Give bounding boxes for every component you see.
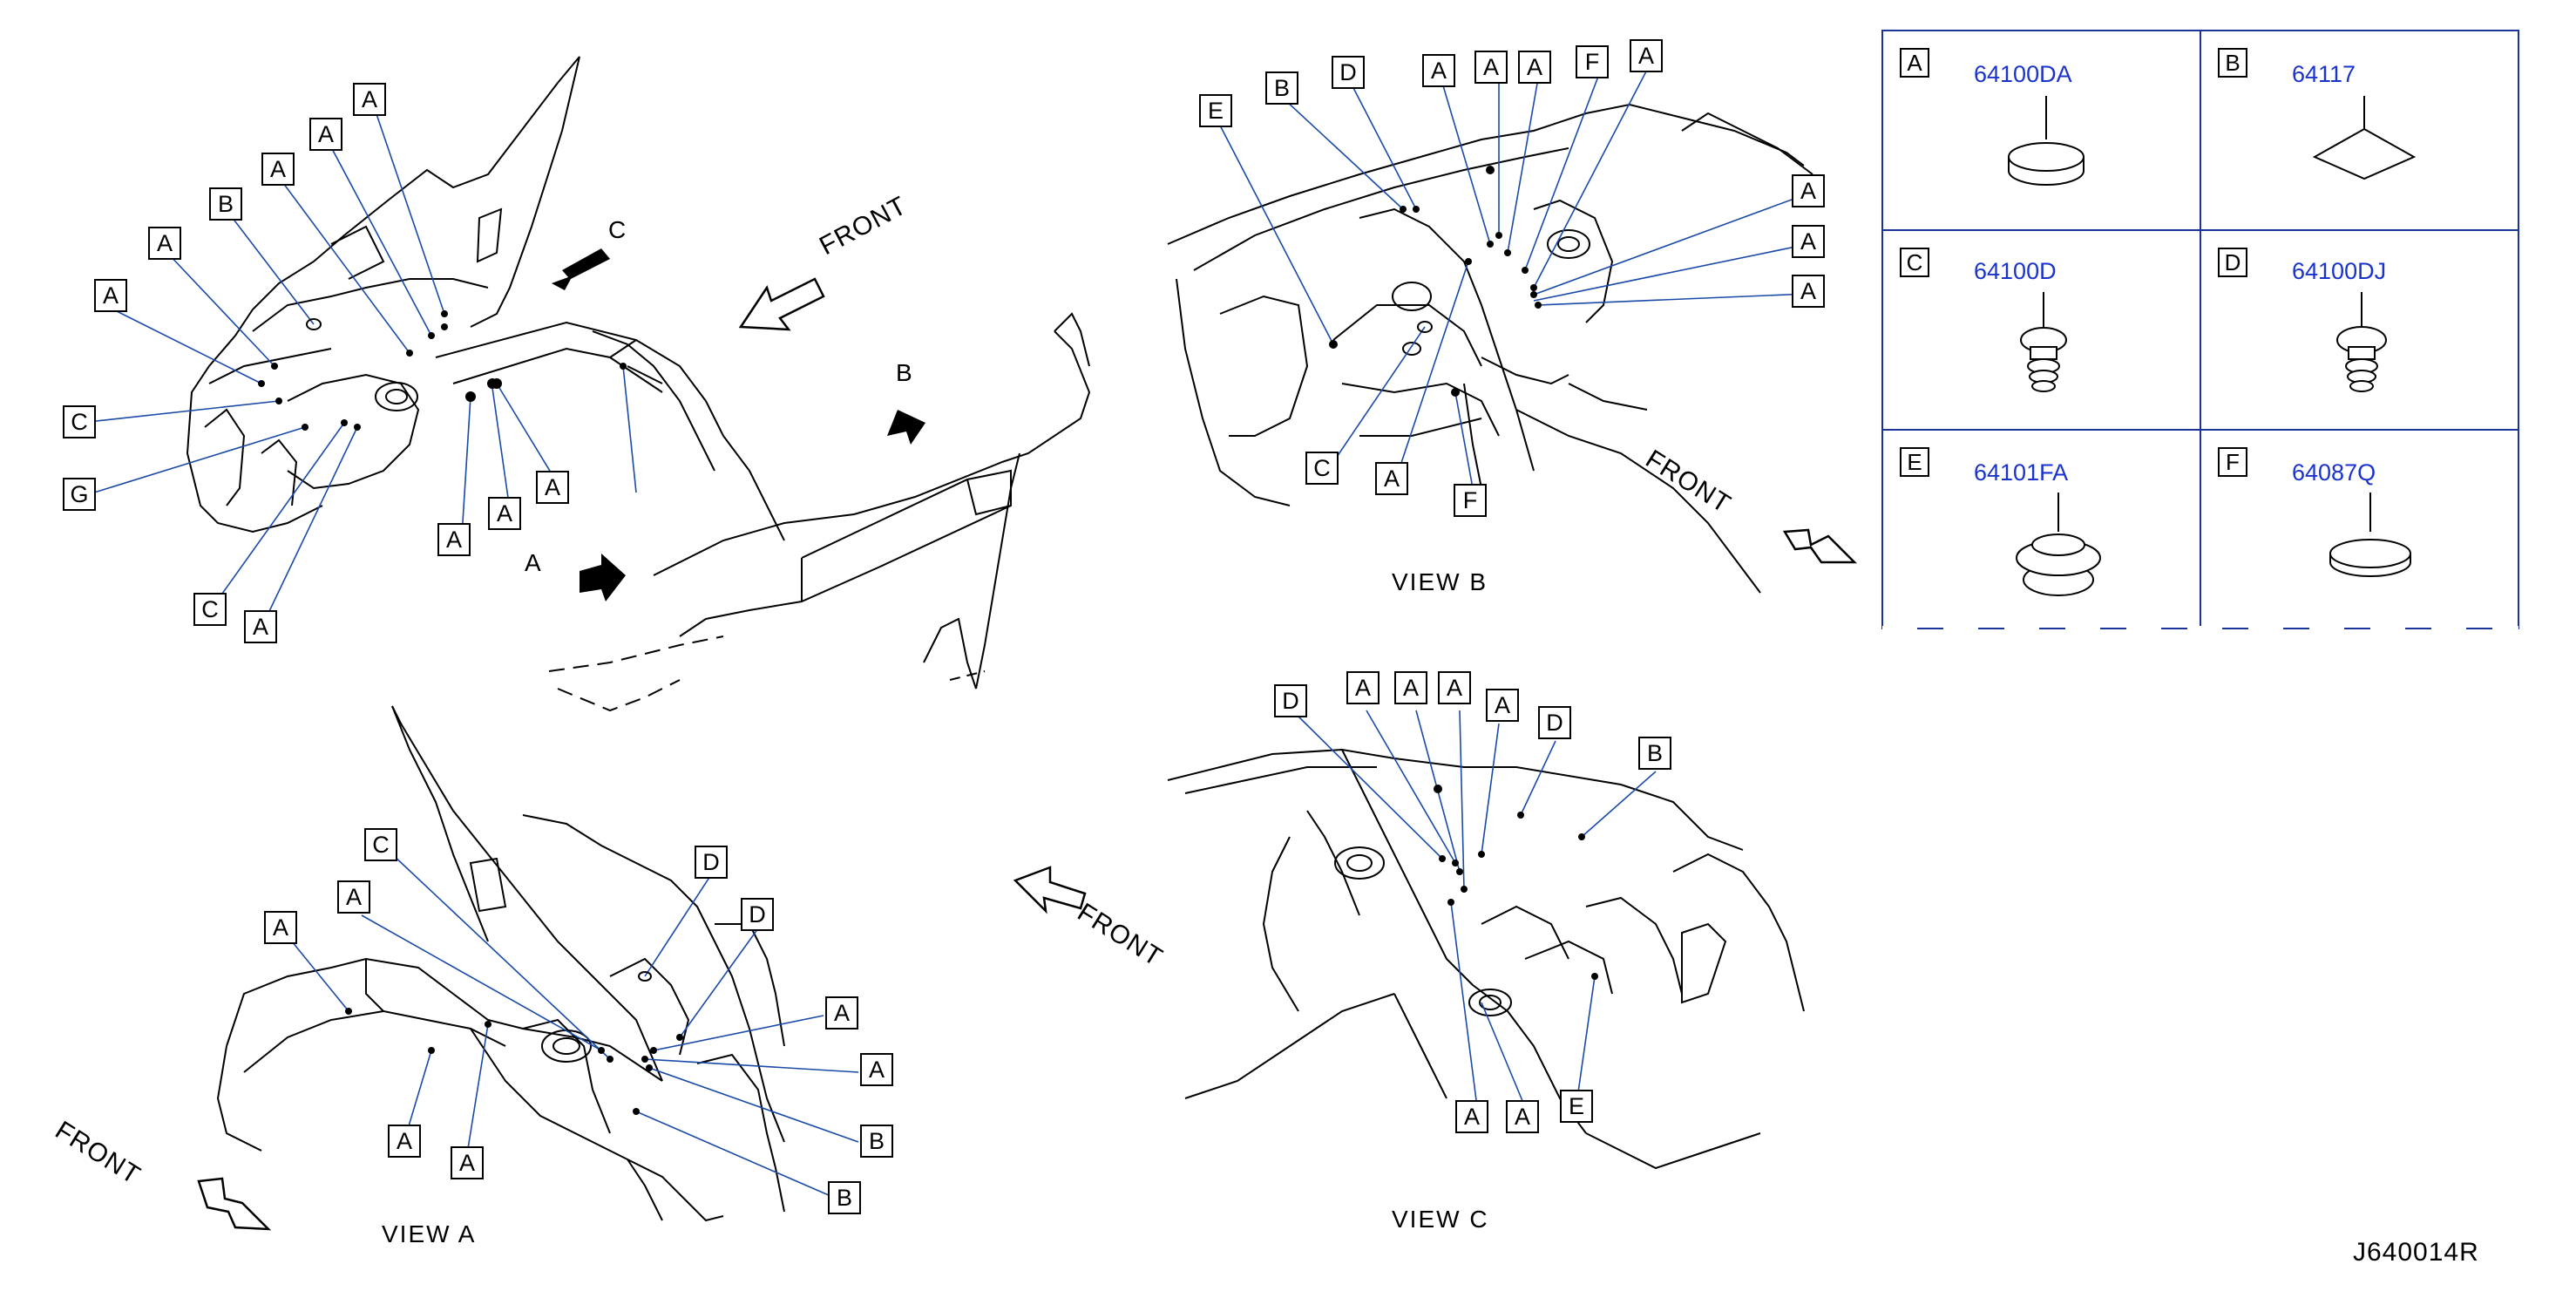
- callout-view-a-3: A: [264, 911, 297, 944]
- front-arrow-main: [738, 277, 825, 331]
- front-arrow-view-a: [197, 1177, 272, 1231]
- main-callouts: [79, 108, 637, 629]
- callout-view-c-5: A: [1486, 689, 1519, 722]
- legend-shape-e-grommet: [2016, 493, 2101, 596]
- callout-main-4: B: [209, 187, 242, 221]
- callout-view-b-13: A: [1375, 462, 1408, 495]
- callout-main-13: A: [536, 471, 569, 504]
- callout-main-2: A: [309, 118, 342, 151]
- callout-view-b-4: A: [1422, 54, 1455, 87]
- front-arrow-view-c: [1013, 866, 1087, 914]
- callout-main-6: A: [94, 279, 127, 312]
- callout-view-a-9: B: [828, 1181, 861, 1214]
- legend-letter-a: A: [1900, 48, 1929, 78]
- callout-main-8: G: [63, 478, 96, 511]
- view-arrow-c: [552, 248, 610, 290]
- legend-part-number-d: 64100DJ: [2292, 258, 2387, 284]
- legend-table: [1881, 30, 2519, 629]
- legend-letter-c: C: [1900, 248, 1929, 277]
- main-dots: [258, 310, 627, 431]
- view-b-caption: VIEW B: [1392, 568, 1488, 595]
- legend-shape-b-diamond-patch: [2312, 96, 2417, 180]
- legend-part-number-e: 64101FA: [1974, 459, 2069, 486]
- callout-view-c-1: D: [1274, 684, 1307, 717]
- callout-view-c-7: B: [1638, 737, 1671, 770]
- callout-view-c-8: A: [1455, 1100, 1488, 1133]
- legend-shape-d-clip-plug: [2336, 292, 2387, 392]
- callout-main-11: A: [437, 523, 471, 556]
- callout-view-b-7: F: [1576, 45, 1609, 78]
- callout-view-a-11: A: [451, 1146, 484, 1179]
- view-b-dots: [1329, 166, 1542, 397]
- view-a-caption: VIEW A: [382, 1220, 477, 1247]
- legend-letter-e: E: [1900, 447, 1929, 477]
- callout-view-b-11: A: [1792, 275, 1825, 308]
- main-assembly: [186, 56, 1091, 712]
- callout-view-b-10: A: [1792, 225, 1825, 258]
- callout-view-b-5: A: [1474, 51, 1508, 84]
- view-b-callouts: [1217, 69, 1809, 489]
- callout-view-b-9: A: [1792, 174, 1825, 207]
- legend-shape-a-round-plug: [2008, 96, 2085, 186]
- callout-view-a-10: A: [388, 1125, 421, 1158]
- view-arrow-a: [580, 554, 626, 601]
- view-b-assembly: [1167, 103, 1813, 594]
- callout-view-b-12: C: [1305, 452, 1339, 485]
- callout-view-b-8: A: [1630, 39, 1663, 72]
- view-arrow-b: [887, 410, 925, 445]
- view-c-callouts: [1296, 710, 1657, 1108]
- diagram-code: J640014R: [2353, 1238, 2479, 1267]
- legend-letter-b: B: [2218, 48, 2247, 78]
- view-arrow-label-b: B: [896, 359, 914, 386]
- callout-view-c-2: A: [1346, 671, 1380, 704]
- callout-main-7: C: [63, 405, 96, 438]
- callout-main-5: A: [148, 227, 181, 260]
- callout-view-c-4: A: [1438, 671, 1471, 704]
- view-c-caption: VIEW C: [1392, 1206, 1489, 1233]
- callout-view-b-1: E: [1199, 94, 1232, 127]
- view-arrow-label-c: C: [608, 216, 628, 243]
- callout-view-c-9: A: [1506, 1100, 1539, 1133]
- legend-part-number-b: 64117: [2292, 61, 2356, 87]
- callout-view-a-2: A: [337, 880, 370, 914]
- legend-part-number-f: 64087Q: [2292, 459, 2376, 486]
- view-a-assembly: [216, 705, 785, 1222]
- legend-part-number-a: 64100DA: [1974, 61, 2072, 87]
- view-c-assembly: [1167, 748, 1805, 1170]
- legend-part-number-c: 64100D: [1974, 258, 2057, 284]
- callout-view-a-4: D: [695, 846, 728, 879]
- view-arrow-label-a: A: [525, 549, 543, 576]
- callout-view-a-5: D: [741, 898, 774, 931]
- view-a-callouts: [291, 853, 859, 1199]
- callout-view-b-3: D: [1332, 56, 1365, 89]
- callout-view-b-2: B: [1265, 71, 1298, 105]
- callout-view-b-14: F: [1454, 484, 1487, 517]
- view-a-dots: [345, 971, 683, 1115]
- callout-view-c-6: D: [1538, 706, 1571, 739]
- callout-main-9: C: [193, 593, 227, 626]
- callout-view-b-6: A: [1518, 51, 1551, 84]
- legend-letter-f: F: [2218, 447, 2247, 477]
- callout-main-12: A: [488, 497, 521, 530]
- legend-shape-c-clip-plug: [2020, 292, 2067, 392]
- callout-view-a-6: A: [825, 996, 858, 1030]
- callout-view-c-3: A: [1394, 671, 1427, 704]
- legend-letter-d: D: [2218, 248, 2247, 277]
- callout-main-3: A: [261, 153, 295, 186]
- callout-main-10: A: [244, 610, 277, 643]
- callout-view-a-1: C: [364, 828, 397, 861]
- callout-view-a-8: B: [860, 1125, 893, 1158]
- callout-main-1: A: [353, 83, 386, 116]
- view-c-dots: [1434, 785, 1598, 980]
- legend-shape-f-flat-plug: [2329, 493, 2411, 577]
- front-arrow-view-b: [1782, 528, 1858, 564]
- callout-view-a-7: A: [860, 1053, 893, 1086]
- callout-view-c-10: E: [1560, 1090, 1593, 1123]
